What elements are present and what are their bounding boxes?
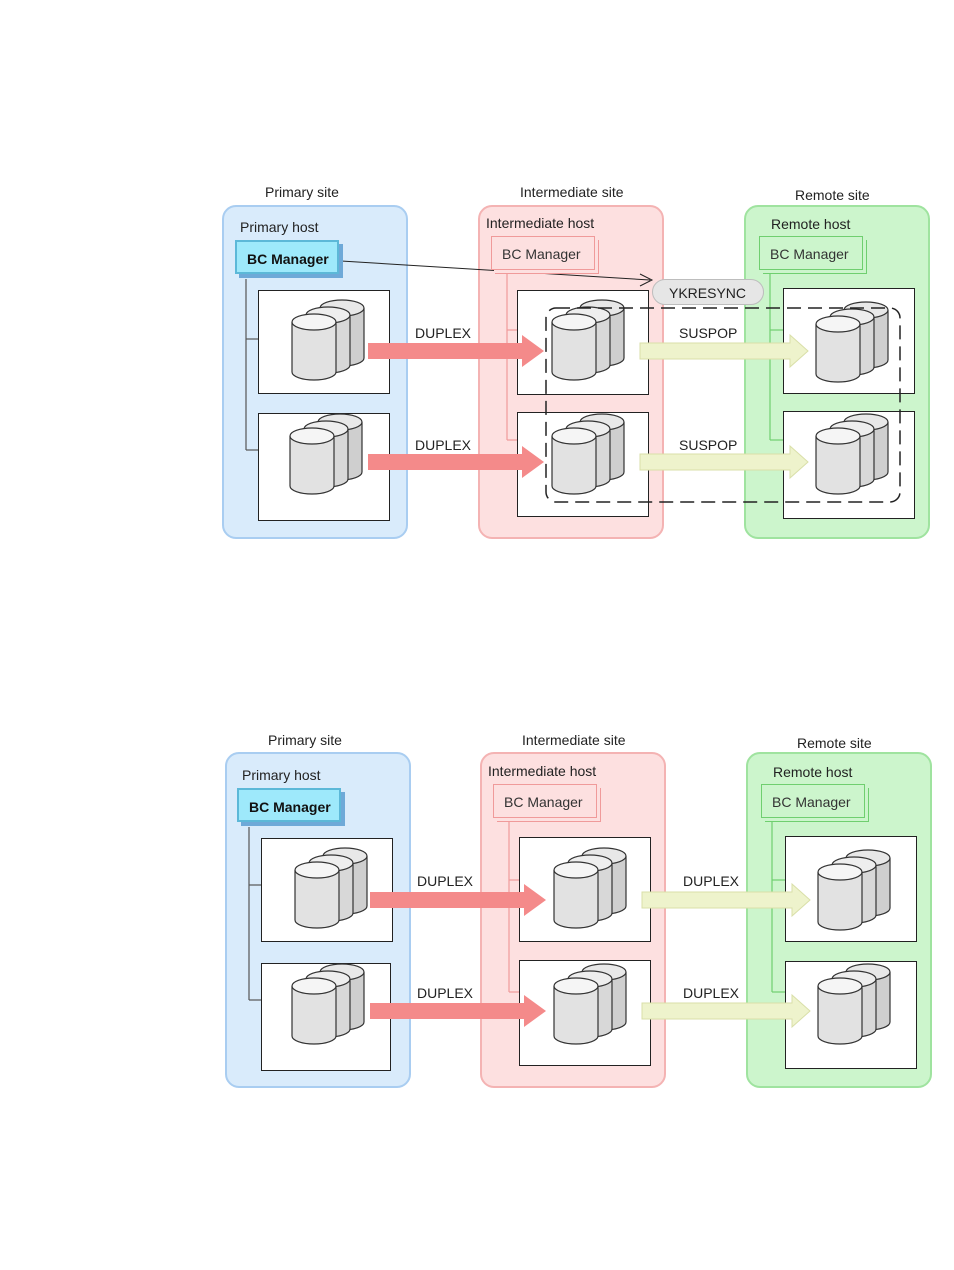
disk-cylinder-icon — [291, 299, 365, 381]
disk-cylinder-icon — [289, 413, 363, 495]
link-label: SUSPOP — [679, 437, 738, 453]
remote-host-label: Remote host — [773, 764, 853, 780]
link-label: DUPLEX — [415, 325, 472, 341]
disk-cylinder-icon — [817, 849, 891, 931]
intermediate-site-label: Intermediate site — [522, 732, 626, 748]
link-label: DUPLEX — [683, 985, 740, 1001]
disk-cylinder-icon — [815, 413, 889, 495]
primary-site-label: Primary site — [268, 732, 342, 748]
sync-arrow-icon — [370, 884, 546, 1027]
async-arrow-icon — [641, 882, 811, 1029]
diagram-1-overlay — [289, 299, 901, 503]
intermediate-host-label: Intermediate host — [488, 763, 597, 779]
primary-host-label: Primary host — [242, 767, 321, 783]
link-label: SUSPOP — [679, 325, 738, 341]
command-badge: YKRESYNC — [652, 279, 764, 305]
bc-manager-intermediate: BC Manager — [491, 236, 595, 270]
remote-site-label: Remote site — [795, 187, 870, 203]
disk-cylinder-icon — [817, 963, 891, 1045]
bc-manager-active[interactable]: BC Manager — [237, 788, 341, 822]
async-arrow-icon — [639, 333, 809, 480]
disk-cylinder-icon — [815, 301, 889, 383]
link-label: DUPLEX — [415, 437, 472, 453]
diagram-after-resync: Primary site Intermediate site Remote si… — [0, 728, 954, 1128]
link-label: DUPLEX — [417, 985, 474, 1001]
sync-arrow-icon — [368, 335, 544, 478]
consistency-group-outline — [545, 307, 901, 503]
disk-cylinder-icon — [553, 963, 627, 1045]
disk-cylinder-icon — [294, 847, 368, 929]
bc-manager-remote: BC Manager — [761, 784, 865, 818]
bc-manager-active[interactable]: BC Manager — [235, 240, 339, 274]
remote-site-label: Remote site — [797, 735, 872, 751]
disk-cylinder-icon — [551, 299, 625, 381]
intermediate-host-label: Intermediate host — [486, 215, 595, 231]
bc-manager-intermediate: BC Manager — [493, 784, 597, 818]
intermediate-site-label: Intermediate site — [520, 184, 624, 200]
diagram-2-overlay — [291, 847, 891, 1045]
link-label: DUPLEX — [683, 873, 740, 889]
disk-cylinder-icon — [553, 847, 627, 929]
remote-host-label: Remote host — [771, 216, 851, 232]
disk-cylinder-icon — [551, 413, 625, 495]
primary-site-label: Primary site — [265, 184, 339, 200]
primary-host-label: Primary host — [240, 219, 319, 235]
disk-cylinder-icon — [291, 963, 365, 1045]
link-label: DUPLEX — [417, 873, 474, 889]
diagram-before-resync: Primary site Intermediate site Remote si… — [0, 180, 954, 580]
bc-manager-remote: BC Manager — [759, 236, 863, 270]
